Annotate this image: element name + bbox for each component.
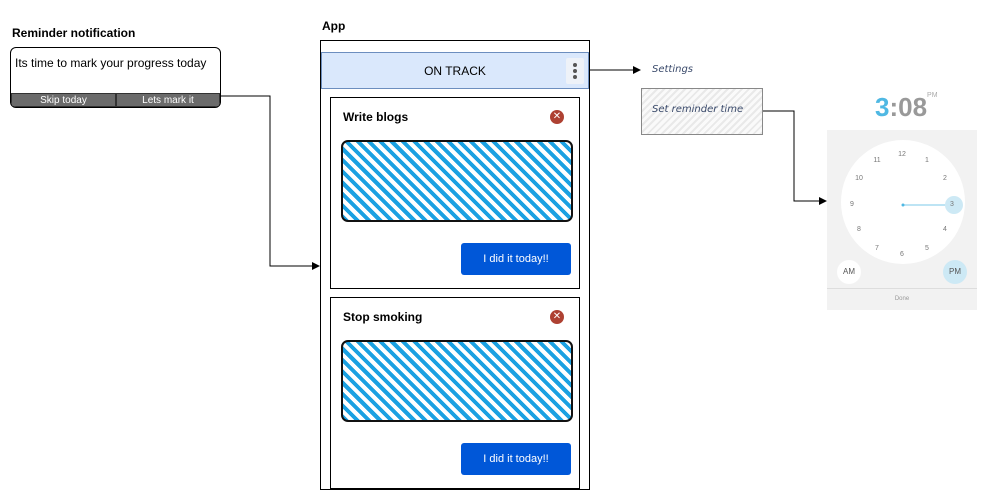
did-it-today-button[interactable]: I did it today!! — [461, 443, 571, 475]
reminder-to-clock-arrow — [763, 110, 827, 205]
set-reminder-time-label: Set reminder time — [652, 104, 744, 115]
clock-period-small: PM — [927, 92, 938, 99]
notification-title: Reminder notification — [12, 26, 136, 40]
app-frame: ON TRACK Write blogs ✕ I did it today!! … — [320, 40, 590, 490]
clock-number[interactable]: 7 — [875, 245, 879, 252]
lets-mark-it-button[interactable]: Lets mark it — [116, 93, 220, 107]
close-icon[interactable]: ✕ — [550, 110, 564, 124]
pm-toggle[interactable]: PM — [943, 260, 967, 284]
clock-number[interactable]: 1 — [925, 157, 929, 164]
clock-number[interactable]: 5 — [925, 245, 929, 252]
clock-number[interactable]: 8 — [857, 226, 861, 233]
clock-number[interactable]: 9 — [850, 201, 854, 208]
habit-card-title: Stop smoking — [343, 310, 423, 324]
clock-time-display: 3:08PM — [875, 92, 938, 123]
clock-number[interactable]: 11 — [873, 157, 881, 164]
done-divider — [827, 288, 977, 289]
clock-number[interactable]: 10 — [855, 175, 863, 182]
done-button[interactable]: Done — [894, 296, 910, 302]
clock-face[interactable]: 12 1 2 3 4 5 6 7 8 9 10 11 — [841, 140, 965, 264]
app-header-label: ON TRACK — [424, 64, 486, 78]
app-title: App — [322, 19, 346, 33]
clock-number[interactable]: 4 — [943, 226, 947, 233]
progress-placeholder — [341, 340, 573, 422]
clock-hour[interactable]: 3 — [875, 92, 890, 122]
did-it-today-button[interactable]: I did it today!! — [461, 243, 571, 275]
clock-minutes[interactable]: :08 — [889, 92, 928, 122]
notification-message: Its time to mark your progress today — [15, 56, 207, 70]
progress-placeholder — [341, 140, 573, 222]
clock-number[interactable]: 12 — [898, 151, 906, 158]
skip-today-button[interactable]: Skip today — [11, 93, 116, 107]
app-header: ON TRACK — [321, 52, 589, 89]
habit-card-title: Write blogs — [343, 110, 409, 124]
notification-to-app-arrow — [219, 95, 320, 270]
close-icon[interactable]: ✕ — [550, 310, 564, 324]
time-picker-panel: 12 1 2 3 4 5 6 7 8 9 10 11 AM PM Done — [827, 130, 977, 310]
am-toggle[interactable]: AM — [837, 260, 861, 284]
settings-menu-item[interactable]: Settings — [652, 64, 694, 75]
kebab-menu-icon[interactable] — [566, 58, 584, 84]
habit-card: Stop smoking ✕ I did it today!! — [330, 297, 580, 489]
notification-box: Its time to mark your progress today Ski… — [10, 47, 221, 108]
clock-number[interactable]: 6 — [900, 251, 904, 258]
set-reminder-time-button[interactable]: Set reminder time — [641, 88, 763, 135]
clock-hand — [901, 196, 963, 214]
habit-card: Write blogs ✕ I did it today!! — [330, 97, 580, 289]
clock-number[interactable]: 2 — [943, 175, 947, 182]
clock-number[interactable]: 3 — [950, 201, 954, 208]
